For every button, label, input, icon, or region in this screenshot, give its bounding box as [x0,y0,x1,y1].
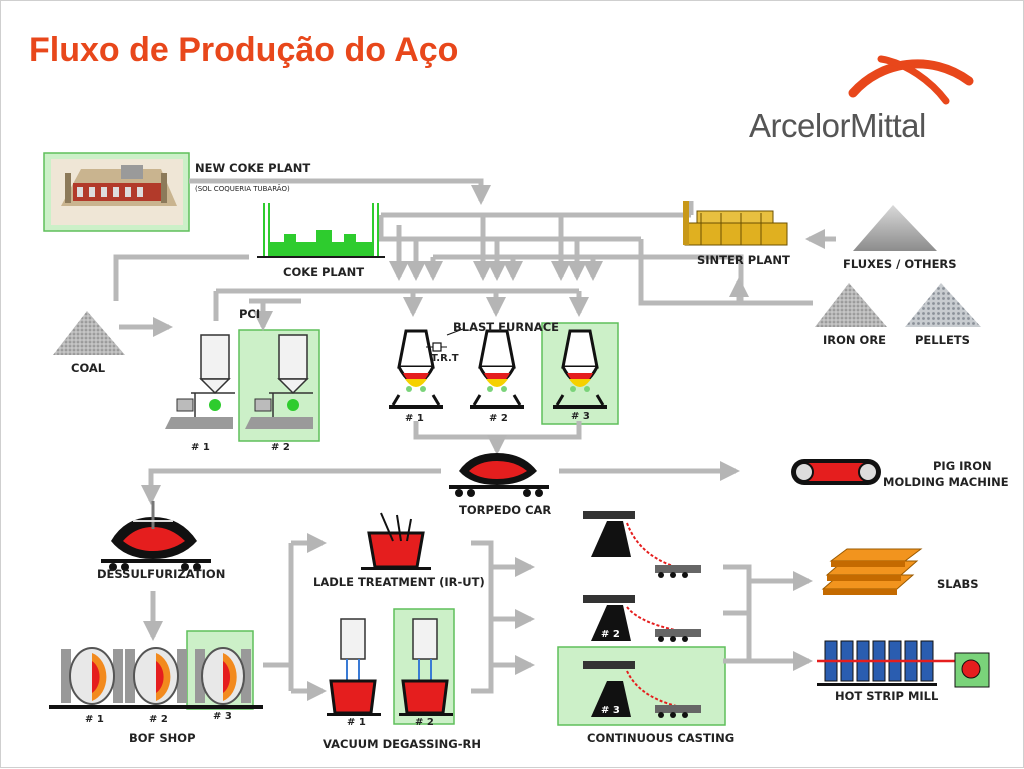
bof-shop-label: BOF SHOP [129,731,196,745]
blast-furnace-icon-3 [553,329,607,409]
pci-unit-number: # 1 [191,442,210,453]
caster-number: # 1 [601,561,620,572]
bof-converter-icon-2 [125,647,187,705]
desulfurization-label: DESSULFURIZATION [97,567,226,581]
pci-label: PCI [239,307,261,321]
coke-plant-label: COKE PLANT [283,265,365,279]
sinter-plant-label: SINTER PLANT [697,253,790,267]
sinter-plant-icon [683,201,788,246]
bof-converter-icon-1 [61,647,123,705]
vacuum-degasser-icon-1 [327,618,381,716]
iron-ore-label: IRON ORE [823,333,887,347]
iron-ore-pile-icon [815,283,887,327]
pig-iron-label: PIG IRON [933,459,992,473]
pci-unit-icon-1 [165,334,235,429]
molding-machine-icon [791,459,881,485]
blast-furnace-number: # 2 [489,413,508,424]
blast-furnace-icon-2 [470,329,524,409]
blast-furnace-icon-1 [389,329,443,409]
caster-number: # 2 [601,629,620,640]
ladle-treatment-label: LADLE TREATMENT (IR-UT) [313,575,485,589]
arcelormittal-arc-logo [848,55,974,105]
bof-number: # 3 [213,711,232,722]
ladle-icon [361,512,431,570]
pci-unit-number: # 2 [271,442,290,453]
coal-label: COAL [71,361,106,375]
flow-lines [113,178,836,701]
torpedo-car-icon [449,453,549,497]
vacuum-degassing-label: VACUUM DEGASSING-RH [323,737,481,751]
coal-pile-icon [53,311,125,355]
torpedo-car-label: TORPEDO CAR [459,503,552,517]
page-title: Fluxo de Produção do Aço [29,31,459,69]
hot-strip-mill-icon [817,640,990,688]
fluxes-label: FLUXES / OTHERS [843,257,957,271]
vacuum-degasser-icon-2 [399,618,453,716]
pellets-pile-icon [905,283,981,327]
blast-furnace-number: # 1 [405,413,424,424]
bof-converter-icon-3 [195,647,251,705]
bof-number: # 2 [149,714,168,725]
caster-number: # 3 [601,705,620,716]
bof-number: # 1 [85,714,104,725]
caster-icon-3 [583,661,701,718]
caster-icon-2 [583,595,701,642]
brand-name: ArcelorMittal [749,107,926,144]
slabs-icon [821,548,923,595]
pellets-label: PELLETS [915,333,970,347]
new-coke-plant-sublabel: (SOL COQUERIA TUBARÃO) [195,185,290,193]
hot-strip-mill-label: HOT STRIP MILL [835,689,939,703]
vacuum-number: # 2 [415,717,434,728]
new-coke-plant-label: NEW COKE PLANT [195,161,311,175]
molding-machine-label: MOLDING MACHINE [883,475,1009,489]
slabs-label: SLABS [937,577,979,591]
blast-furnace-label: BLAST FURNACE [453,320,559,334]
vacuum-number: # 1 [347,717,366,728]
pci-unit-icon-2 [245,334,313,429]
blast-furnace-number: # 3 [571,411,590,422]
bof-shop-floor [49,705,263,709]
highlight-box-caster-3 [557,646,726,726]
caster-icon-1 [583,511,701,578]
fluxes-pile-icon [853,205,937,251]
trt-label: T.R.T [431,353,459,364]
coke-plant-icon [257,203,385,258]
desulfurization-car-icon [101,501,211,571]
continuous-casting-label: CONTINUOUS CASTING [587,731,735,745]
coke-plant-model-photo [51,159,183,225]
trt-valve-icon [426,328,464,352]
